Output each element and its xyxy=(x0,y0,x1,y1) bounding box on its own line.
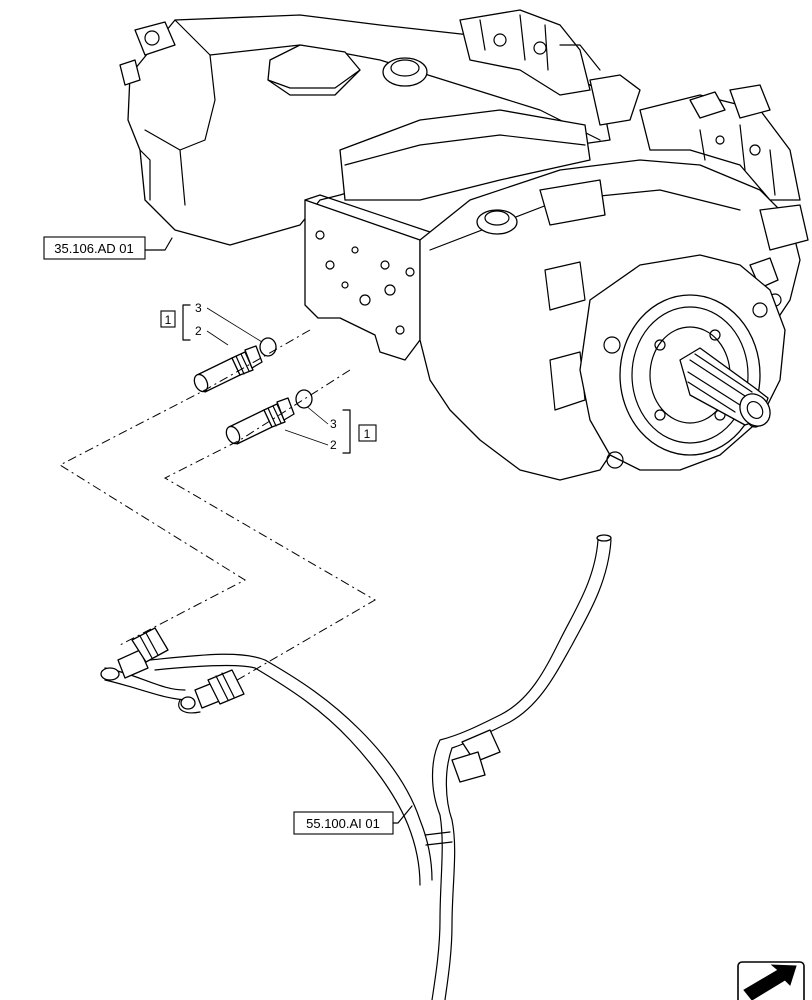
hydraulic-pump-assembly xyxy=(119,9,809,481)
upper-o-ring[interactable] xyxy=(259,337,277,357)
lower-item-box[interactable] xyxy=(358,424,377,442)
upper-item-number: 1 xyxy=(165,313,172,327)
wiring-harness[interactable] xyxy=(100,534,612,1000)
connection-paths xyxy=(58,329,376,691)
lower-pressure-sensor[interactable] xyxy=(224,397,295,446)
lower-item-number: 1 xyxy=(364,427,371,441)
next-page-arrow-icon[interactable] xyxy=(737,961,805,1000)
upper-pressure-sensor[interactable] xyxy=(192,345,263,394)
pump-reference-tag[interactable]: 35.106.AD 01 xyxy=(43,236,173,260)
upper-item-box[interactable] xyxy=(160,310,176,328)
pump-reference-label: 35.106.AD 01 xyxy=(54,241,134,256)
upper-subitem-a: 3 xyxy=(195,301,202,315)
upper-subitem-b: 2 xyxy=(195,324,202,338)
harness-reference-label: 55.100.AI 01 xyxy=(306,816,380,831)
upper-callout: 1 3 2 xyxy=(160,301,263,346)
lower-o-ring[interactable] xyxy=(295,389,313,409)
lower-callout: 1 3 2 xyxy=(284,404,377,454)
harness-reference-tag[interactable]: 55.100.AI 01 xyxy=(293,805,413,835)
lower-subitem-a: 3 xyxy=(330,417,337,431)
lower-subitem-b: 2 xyxy=(330,438,337,452)
